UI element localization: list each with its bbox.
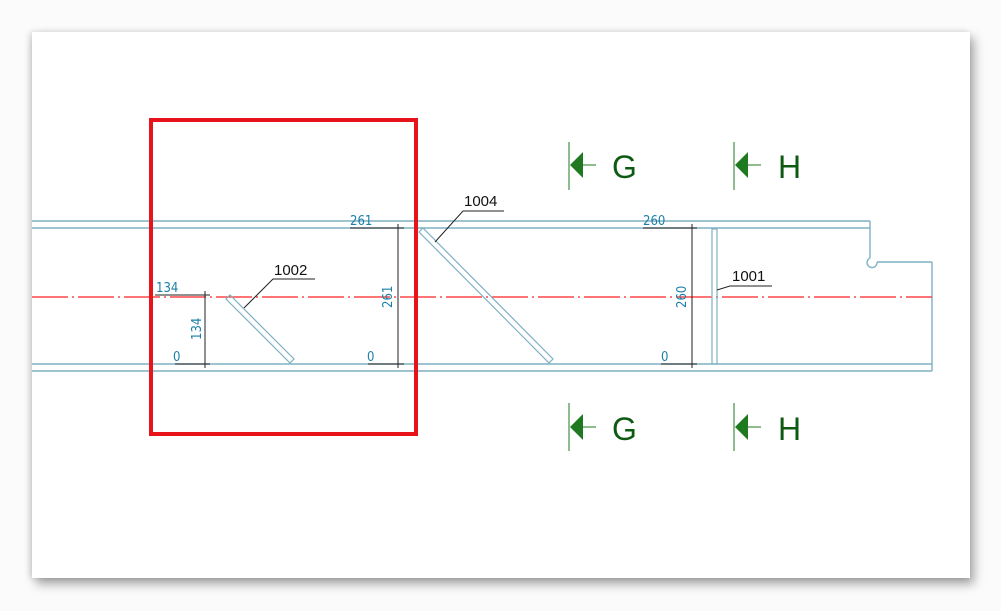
dim-right-vertical: 260 bbox=[675, 286, 690, 308]
section-marker-h-top bbox=[733, 142, 761, 190]
section-label-h-bottom: H bbox=[778, 411, 801, 447]
dim-middle-bottom: 0 bbox=[367, 350, 374, 365]
section-marker-h-bottom bbox=[733, 403, 761, 451]
highlight-box bbox=[149, 118, 418, 436]
section-label-h-top: H bbox=[778, 149, 801, 185]
dim-left-bottom: 0 bbox=[173, 350, 180, 365]
dim-middle-vertical: 261 bbox=[381, 286, 396, 308]
dimension-lines bbox=[155, 224, 697, 368]
section-label-g-bottom: G bbox=[612, 411, 637, 447]
brace-1002 bbox=[225, 294, 295, 364]
dim-middle-top: 261 bbox=[350, 214, 372, 229]
section-marker-g-bottom bbox=[568, 403, 596, 451]
stiffener-1001 bbox=[711, 228, 718, 365]
dim-right-top: 260 bbox=[643, 214, 665, 229]
section-marker-g-top bbox=[568, 142, 596, 190]
leader-lines bbox=[243, 210, 772, 309]
part-label-1002: 1002 bbox=[274, 262, 307, 279]
dim-left-top: 134 bbox=[156, 281, 178, 296]
part-label-1001: 1001 bbox=[732, 268, 765, 285]
brace-1004 bbox=[418, 227, 554, 364]
dim-right-bottom: 0 bbox=[661, 350, 668, 365]
dim-left-vertical: 134 bbox=[190, 318, 205, 340]
drawing-sheet bbox=[32, 32, 970, 578]
part-label-1004: 1004 bbox=[464, 193, 497, 210]
section-label-g-top: G bbox=[612, 149, 637, 185]
